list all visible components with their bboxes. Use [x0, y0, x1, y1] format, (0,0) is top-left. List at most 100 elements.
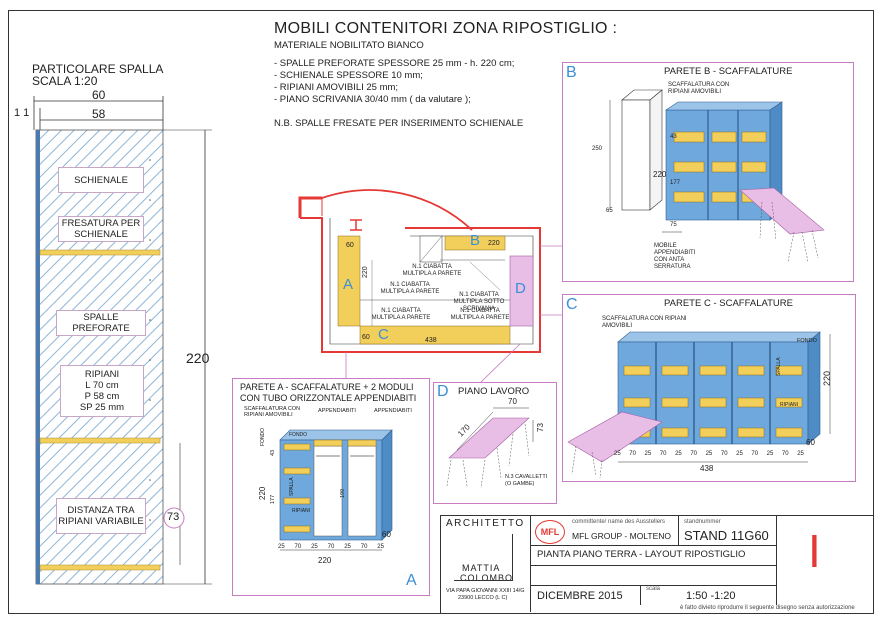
label-spalle: SPALLE PREFORATE — [56, 310, 146, 336]
page-title: MOBILI CONTENITORI ZONA RIPOSTIGLIO : — [274, 20, 618, 37]
stand-label: standnummer — [684, 519, 721, 525]
panel-b — [562, 62, 854, 282]
plan-note-4: N.1 CIABATTA MULTIPLA A PARETE — [371, 308, 431, 321]
plan-letter-d: D — [515, 280, 526, 297]
detail-title: PARTICOLARE SPALLA — [32, 62, 164, 76]
panel-c-ripiani: RIPIANI — [780, 402, 799, 408]
architect-address1: VIA PAPA GIOVANNI XXIII 14/G — [446, 588, 525, 594]
panel-a-dim-43: 43 — [270, 449, 276, 456]
panel-a-width: 220 — [318, 556, 332, 565]
revision-mark: I — [808, 525, 821, 577]
plan-dim-220b: 220 — [362, 266, 369, 278]
tb-divider-3 — [640, 585, 641, 605]
panel-d-letter: D — [437, 383, 449, 400]
panel-a-corner-letter: A — [406, 572, 417, 589]
module-dim: 25 — [278, 544, 285, 550]
panel-c-note1: SCAFFALATURA CON RIPIANI AMOVIBILI — [602, 316, 687, 329]
module-dim: 70 — [360, 544, 368, 550]
module-dim: 25 — [766, 451, 774, 457]
plan-dim-60b: 60 — [362, 334, 370, 341]
plan-note-1: N.1 CIABATTA MULTIPLA A PARETE — [402, 264, 462, 277]
plan-dim-438: 438 — [425, 337, 437, 344]
dim-220-detail: 220 — [186, 350, 210, 366]
panel-b-letter: B — [566, 64, 577, 81]
panel-a-title: PARETE A - SCAFFALATURE + 2 MODULI CON T… — [240, 382, 417, 403]
panel-c-width: 438 — [700, 464, 714, 473]
panel-b-title: PARETE B - SCAFFALATURE — [664, 66, 793, 77]
tb-divider-2 — [678, 515, 679, 545]
panel-b-dim-177: 177 — [670, 180, 681, 186]
architect-surname: COLOMBO — [460, 573, 514, 583]
panel-a-dim-177: 177 — [270, 494, 276, 504]
panel-d-title: PIANO LAVORO — [458, 386, 530, 397]
module-dim: 25 — [311, 544, 318, 550]
module-dim: 25 — [644, 451, 652, 457]
panel-a-note1: SCAFFALATURA CON RIPIANI AMOVIBILI — [244, 406, 301, 418]
module-dim: 70 — [751, 451, 759, 457]
architect-name: MATTIA — [462, 563, 501, 573]
panel-c-letter: C — [566, 296, 578, 313]
committente-label: committente/ name des Ausstellers — [572, 519, 666, 525]
panel-b-dim-65: 65 — [606, 208, 613, 214]
plan-note-5: N.1 CIABATTA MULTIPLA A PARETE — [450, 308, 510, 321]
plan-dim-60: 60 — [346, 242, 354, 249]
dim-1-1: 1 1 — [14, 107, 30, 119]
title-block — [440, 515, 873, 613]
spec-item: - SPALLE PREFORATE SPESSORE 25 mm - h. 2… — [274, 58, 515, 69]
panel-b-drawing — [609, 89, 825, 263]
module-dim: 70 — [294, 544, 302, 550]
scale-label: scala — [646, 586, 661, 592]
plan-letter-a: A — [343, 276, 354, 293]
panel-b-note2: MOBILE APPENDIABITI CON ANTA SERRATURA — [654, 243, 696, 270]
tb-hline-2 — [530, 565, 776, 566]
material-subtitle: MATERIALE NOBILITATO BIANCO — [274, 40, 424, 51]
module-dim: 25 — [344, 544, 351, 550]
panel-a-fondo: FONDO — [260, 427, 266, 446]
panel-d-drawing — [446, 407, 534, 489]
panel-d-dim-70: 70 — [508, 397, 517, 406]
spec-item: - RIPIANI AMOVIBILI 25 mm; — [274, 82, 399, 93]
tb-divider — [530, 515, 531, 612]
tb-hline-3 — [530, 585, 776, 586]
dim-73-detail: 73 — [167, 511, 180, 523]
stand-number: STAND 11G60 — [684, 528, 769, 543]
dim-60: 60 — [92, 88, 106, 102]
plan-note-2: N.1 CIABATTA MULTIPLA A PARETE — [380, 282, 440, 295]
module-dim: 70 — [327, 544, 335, 550]
panel-c-module-dims: 25 70 25 70 25 70 25 70 25 70 25 70 25 — [614, 451, 804, 457]
panel-b-dim-75: 75 — [670, 222, 677, 228]
panel-a-fondo-label: FONDO — [289, 432, 308, 438]
spec-item: - SCHIENALE SPESSORE 10 mm; — [274, 70, 423, 81]
sheet-border — [8, 10, 874, 614]
panel-d-dim-73: 73 — [536, 423, 545, 432]
panel-a-module-dims: 25 70 25 70 25 70 25 — [278, 544, 384, 550]
module-dim: 70 — [629, 451, 636, 457]
panel-c-title: PARETE C - SCAFFALATURE — [664, 298, 793, 309]
module-dim: 25 — [736, 451, 743, 457]
panel-a — [232, 378, 430, 596]
panel-c-drawing — [567, 331, 831, 479]
panel-b-note1: SCAFFALATURA CON RIPIANI AMOVIBILI — [668, 82, 730, 95]
panel-a-note3: APPENDIABITI — [374, 408, 412, 414]
module-dim: 25 — [705, 451, 713, 457]
plan-dim-220: 220 — [488, 240, 500, 247]
label-schienale: SCHIENALE — [58, 167, 144, 193]
panel-a-spalla: SPALLA — [289, 477, 295, 496]
panel-a-height: 220 — [258, 486, 267, 500]
panel-b-dim-43: 43 — [670, 134, 677, 140]
architect-box — [454, 534, 513, 581]
drawing-date: DICEMBRE 2015 — [537, 590, 623, 602]
plan-note-3: N.1 CIABATTA MULTIPLA SOTTO SCRIVANIA — [453, 292, 505, 312]
module-dim: 70 — [781, 451, 789, 457]
tb-divider-4 — [776, 515, 777, 605]
panel-d — [433, 382, 557, 504]
label-ripiani: RIPIANI L 70 cm P 58 cm SP 25 mm — [60, 365, 144, 417]
panel-a-ripiani: RIPIANI — [292, 508, 311, 514]
drawing-title: PIANTA PIANO TERRA - LAYOUT RIPOSTIGLIO — [537, 549, 746, 560]
panel-a-note2: APPENDIABITI — [318, 408, 356, 414]
panel-a-depth: 60 — [382, 530, 391, 539]
panel-c-spalla: SPALLA — [776, 357, 782, 376]
architect-address2: 23900 LECCO (L C) — [458, 595, 508, 601]
